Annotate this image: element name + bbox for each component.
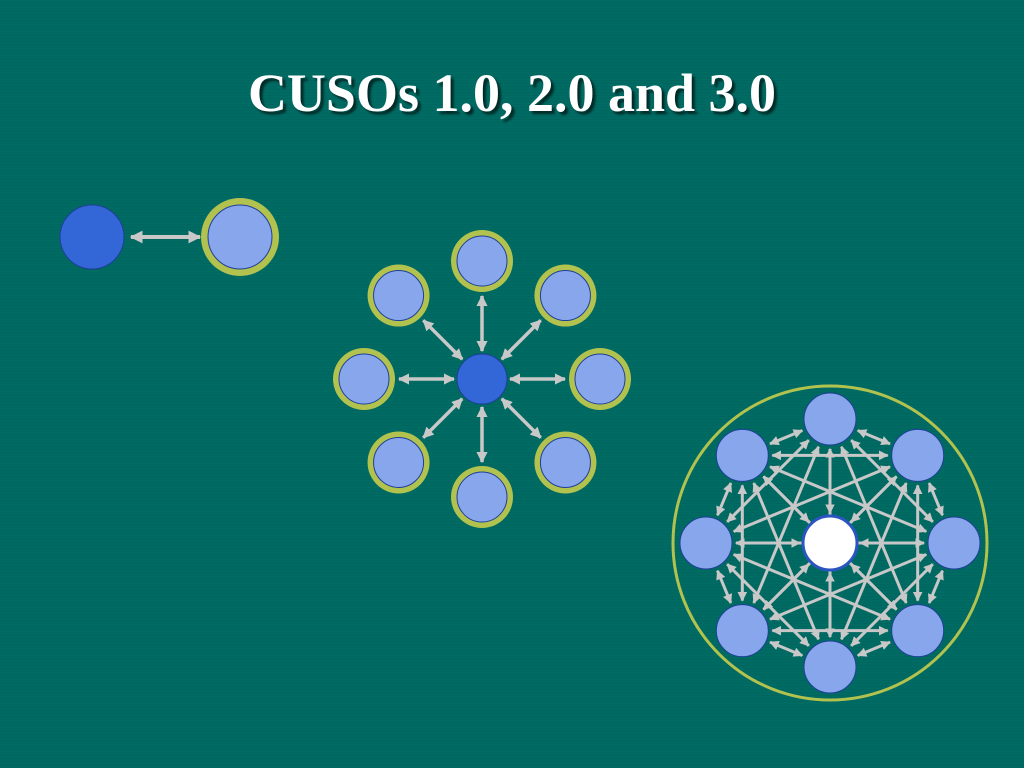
cuso-3-0-mesh-connector-8 (927, 482, 944, 517)
cuso-3-0-enclosure (671, 384, 989, 702)
cuso-3-0-member-node-4 (891, 604, 945, 658)
cuso-2-0-member-node-7 (338, 353, 390, 405)
cuso-3-0-member-node-2 (891, 428, 945, 482)
cuso-2-0-member-node-1 (456, 235, 508, 287)
cuso-2-0-connector-2 (500, 319, 542, 361)
cuso-3-0-mesh-connector-28 (716, 482, 733, 517)
cuso-3-0-member-node-8 (715, 428, 769, 482)
cuso-3-0-member-node-7 (679, 516, 733, 570)
cuso-3-0-mesh-connector-23 (769, 640, 804, 657)
cuso-1-0-owner-node (59, 204, 125, 270)
cuso-3-0-member-node-5 (803, 640, 857, 694)
cuso-3-0-diagram (671, 384, 989, 702)
cuso-2-0-member-node-6 (373, 436, 425, 488)
cuso-3-0-hub-connector-4 (850, 563, 898, 611)
cuso-3-0-mesh-connector-7 (769, 429, 804, 446)
cuso-3-0-hub-connector-8 (762, 475, 810, 523)
cuso-2-0-connector-6 (422, 397, 464, 439)
cuso-1-0-cuso-node (207, 204, 273, 270)
cuso-2-0-member-node-8 (373, 270, 425, 322)
cuso-2-0-diagram (333, 230, 631, 528)
cuso-2-0-member-node-4 (539, 436, 591, 488)
cuso-3-0-mesh-connector-1 (856, 429, 891, 446)
cuso-2-0-member-node-2 (539, 270, 591, 322)
cuso-3-0-member-node-6 (715, 604, 769, 658)
cuso-1-0-diagram (59, 198, 279, 276)
cuso-3-0-member-node-1 (803, 392, 857, 446)
cuso-2-0-member-node-3 (574, 353, 626, 405)
cuso-3-0-mesh-connector-14 (927, 569, 944, 604)
cuso-2-0-connector-8 (422, 319, 464, 361)
cuso-3-0-mesh-connector-26 (716, 569, 733, 604)
slide-title: CUSOs 1.0, 2.0 and 3.0 (247, 63, 777, 123)
cuso-2-0-connector-4 (500, 397, 542, 439)
cuso-2-0-hub-node (456, 353, 508, 405)
cuso-3-0-member-node-3 (927, 516, 981, 570)
cuso-3-0-hub-node (801, 514, 859, 572)
cuso-3-0-hub-connector-2 (850, 475, 898, 523)
cuso-2-0-member-node-5 (456, 471, 508, 523)
cuso-3-0-hub-connector-6 (762, 563, 810, 611)
cuso-3-0-mesh-connector-19 (856, 640, 891, 657)
